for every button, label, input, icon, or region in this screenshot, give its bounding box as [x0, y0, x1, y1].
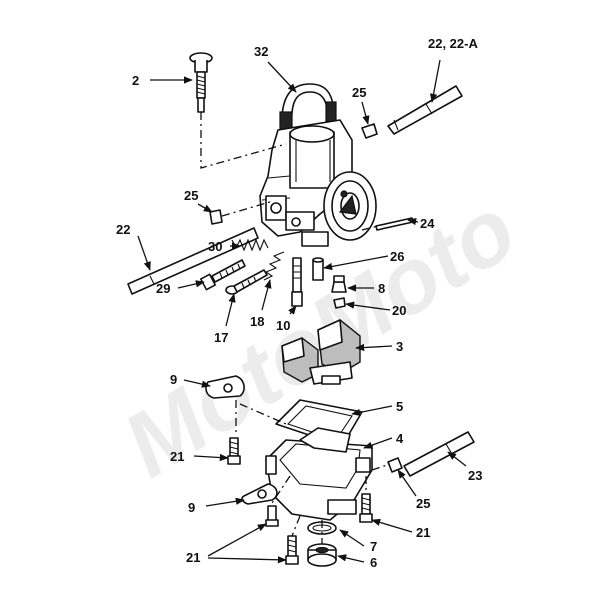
callout-9-upper: 9	[170, 372, 177, 387]
part-9-bracket-upper	[205, 375, 245, 399]
callout-25-upper: 25	[352, 85, 366, 100]
callout-23: 23	[468, 468, 482, 483]
leader-lines	[137, 59, 467, 564]
part-26-jet	[312, 257, 324, 281]
part-4-float-bowl	[265, 427, 373, 521]
callout-4: 4	[396, 431, 404, 446]
part-9-bracket-lower	[241, 483, 278, 505]
part-30-spring	[235, 238, 269, 252]
callout-24: 24	[420, 216, 435, 231]
part-10-jet	[291, 257, 303, 307]
callout-30: 30	[208, 239, 222, 254]
part-8-jet	[331, 275, 347, 293]
callout-20: 20	[392, 303, 406, 318]
part-20-clip	[333, 297, 346, 309]
callout-25-lower: 25	[416, 496, 430, 511]
callout-25-left: 25	[184, 188, 198, 203]
callout-17: 17	[214, 330, 228, 345]
callout-2: 2	[132, 73, 139, 88]
callout-3: 3	[396, 339, 403, 354]
part-carburetor-body	[259, 119, 377, 247]
callout-18: 18	[250, 314, 264, 329]
part-21-screw-right	[359, 493, 373, 523]
callout-21-lower: 21	[186, 550, 200, 565]
assembly-lines	[200, 112, 391, 544]
part-3-float	[281, 319, 361, 385]
callout-32: 32	[254, 44, 268, 59]
part-22a-cable	[387, 85, 463, 135]
part-18-spring	[263, 251, 285, 281]
part-6-drain-plug	[307, 543, 337, 567]
callout-9-lower: 9	[188, 500, 195, 515]
callout-29: 29	[156, 281, 170, 296]
part-25-clip-lower	[387, 457, 403, 473]
part-2-screw	[189, 52, 213, 113]
part-21-screws-lower	[265, 505, 299, 565]
callout-21-upper: 21	[170, 449, 184, 464]
part-21-screw-upper	[227, 437, 241, 465]
callout-10: 10	[276, 318, 290, 333]
callout-labels: 2 32 22, 22-A 25 25 22 30 24 26 29 8 20 …	[116, 36, 482, 570]
callout-7: 7	[370, 539, 377, 554]
callout-26: 26	[390, 249, 404, 264]
callout-22-22a: 22, 22-A	[428, 36, 478, 51]
part-23-cable	[403, 431, 475, 477]
callout-8: 8	[378, 281, 385, 296]
callout-22: 22	[116, 222, 130, 237]
part-25-clip-upper	[361, 123, 378, 139]
part-25-clip-left	[209, 209, 223, 225]
callout-21-right: 21	[416, 525, 430, 540]
callout-6: 6	[370, 555, 377, 570]
callout-5: 5	[396, 399, 403, 414]
